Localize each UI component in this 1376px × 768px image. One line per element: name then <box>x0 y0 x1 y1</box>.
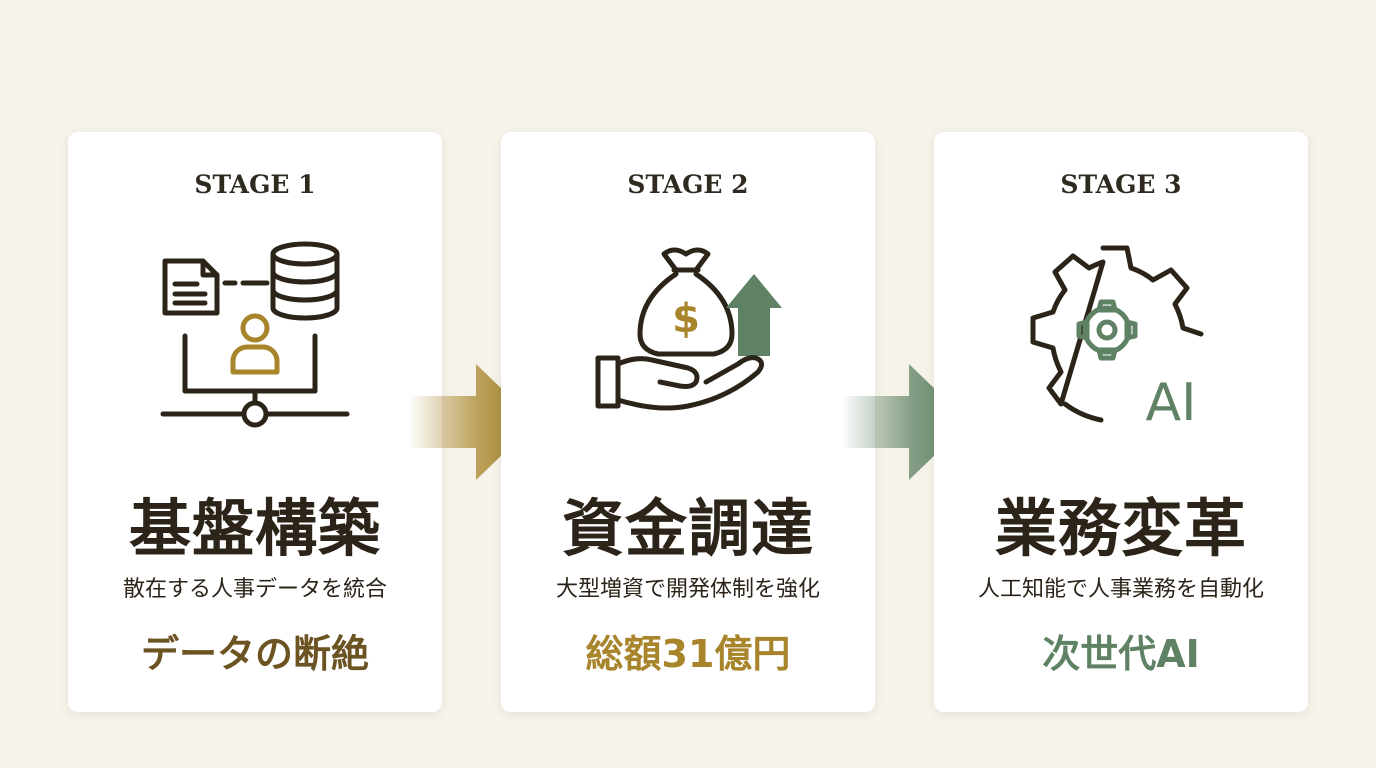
stage-2-description: 大型増資で開発体制を強化 <box>555 577 820 602</box>
stage-1-highlight: データの断絶 <box>140 632 369 676</box>
stage-2-highlight: 総額31億円 <box>585 632 791 676</box>
stage-3-title: 業務変革 <box>994 492 1247 565</box>
stage-3-label: STAGE 3 <box>1060 170 1182 199</box>
stage-2-title: 資金調達 <box>561 492 814 565</box>
stage-3-description: 人工知能で人事業務を自動化 <box>977 577 1264 602</box>
stage-3-highlight: 次世代AI <box>1042 632 1200 676</box>
stage-2-card: STAGE 2 $ 資金調達 大型増資で開発体制を強化 総額31億円 <box>501 132 875 712</box>
stage-1-label: STAGE 1 <box>194 170 316 199</box>
stage-1-description: 散在する人事データを統合 <box>122 577 387 602</box>
gear-ai-icon: AI <box>1030 245 1204 433</box>
svg-text:$: $ <box>672 296 700 342</box>
money-bag-hand-growth-icon: $ <box>595 247 782 411</box>
stage-1-card: STAGE 1 基盤構築 散在する人事データを統合 データの断絶 <box>68 132 442 712</box>
svg-text:AI: AI <box>1146 373 1197 433</box>
stage-1-title: 基盤構築 <box>128 492 381 565</box>
document-database-user-icon <box>160 241 350 428</box>
stage-3-card: STAGE 3 AI 業務変革 人工知能で人事業務を自動化 次世代AI <box>934 132 1308 712</box>
stage-2-label: STAGE 2 <box>627 170 749 199</box>
